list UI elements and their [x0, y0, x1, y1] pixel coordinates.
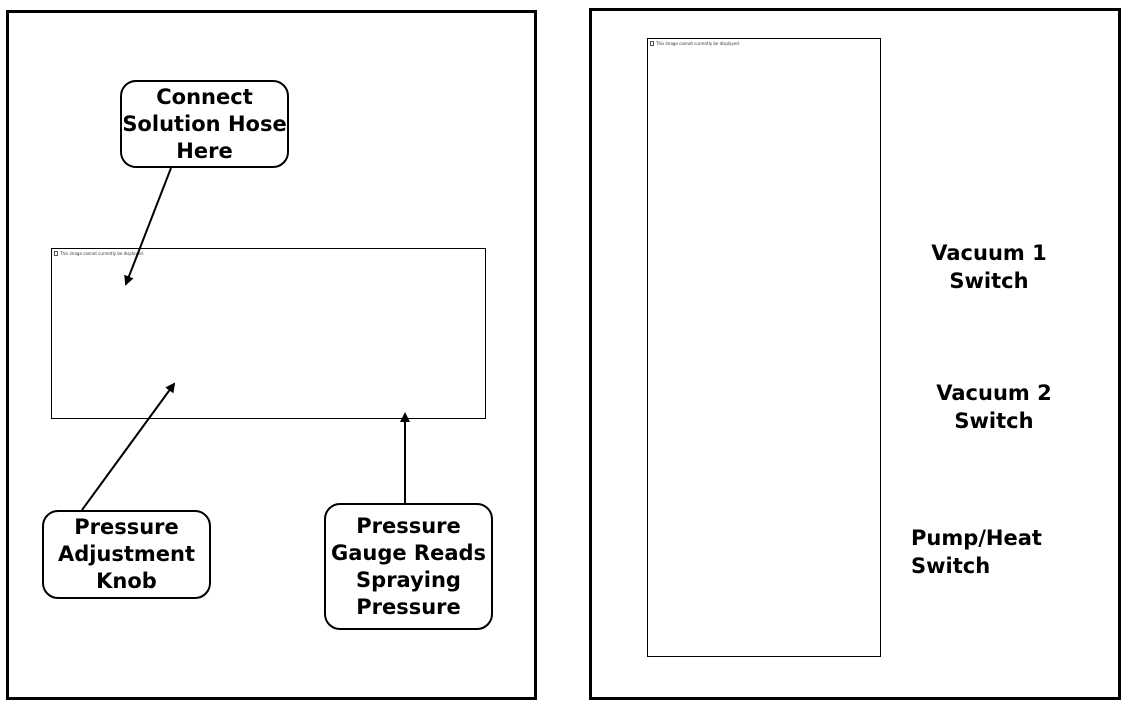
callout-connect-solution-hose: Connect Solution Hose Here: [120, 80, 289, 168]
callout-pressure-gauge-text: Pressure Gauge Reads Spraying Pressure: [330, 513, 487, 619]
broken-image-caption-right: This image cannot currently be displayed…: [650, 41, 740, 46]
callout-pressure-gauge: Pressure Gauge Reads Spraying Pressure: [324, 503, 493, 630]
label-vacuum-1-switch: Vacuum 1 Switch: [931, 241, 1047, 293]
broken-image-caption: This image cannot currently be displayed…: [54, 251, 144, 256]
callout-connect-solution-hose-text: Connect Solution Hose Here: [122, 84, 287, 163]
machine-front-image: This image cannot currently be displayed…: [51, 248, 486, 419]
label-vacuum-2-switch: Vacuum 2 Switch: [936, 381, 1052, 433]
callout-pressure-adjustment-knob-text: Pressure Adjustment Knob: [57, 515, 196, 593]
broken-image-icon: [650, 41, 654, 46]
broken-image-icon: [54, 251, 58, 256]
label-pump-heat-switch: Pump/Heat Switch: [911, 526, 1042, 578]
callout-pressure-adjustment-knob: Pressure Adjustment Knob: [42, 510, 211, 599]
switch-panel-image: This image cannot currently be displayed…: [647, 38, 881, 657]
